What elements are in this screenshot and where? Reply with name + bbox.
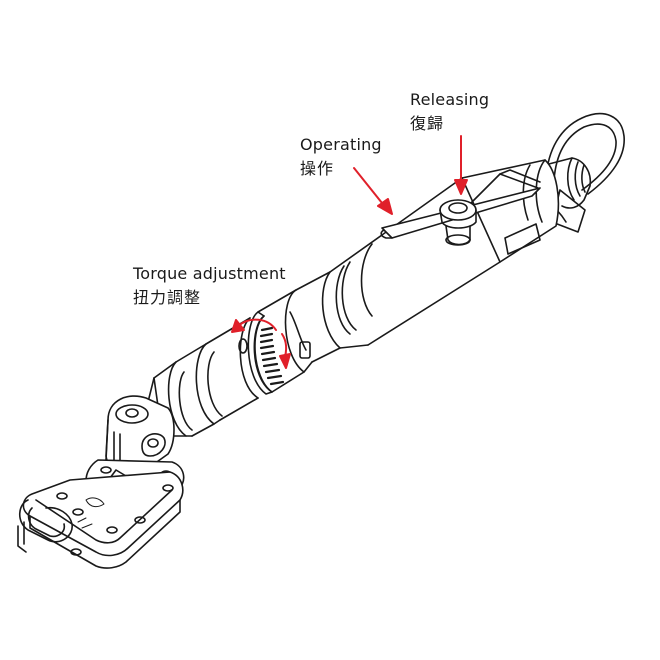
tool-body (257, 159, 560, 393)
release-button (439, 199, 477, 246)
torque-label-en: Torque adjustment (133, 264, 286, 283)
releasing-label-en: Releasing (410, 90, 490, 109)
operating-label-zh: 操作 (300, 159, 335, 178)
torque-rotation-arrow (231, 318, 291, 369)
releasing-label: Releasing 復歸 (410, 88, 489, 136)
torque-label: Torque adjustment 扭力調整 (133, 262, 286, 310)
knurled-torque-ring (238, 311, 285, 399)
release-arrow (454, 135, 468, 195)
crowfoot-plate (17, 459, 185, 569)
operating-label-en: Operating (300, 135, 382, 154)
releasing-label-zh: 復歸 (410, 114, 445, 133)
suspension-bail (545, 112, 625, 195)
operating-label: Operating 操作 (300, 133, 382, 181)
operate-arrow (353, 167, 393, 215)
torque-label-zh: 扭力調整 (133, 288, 202, 307)
